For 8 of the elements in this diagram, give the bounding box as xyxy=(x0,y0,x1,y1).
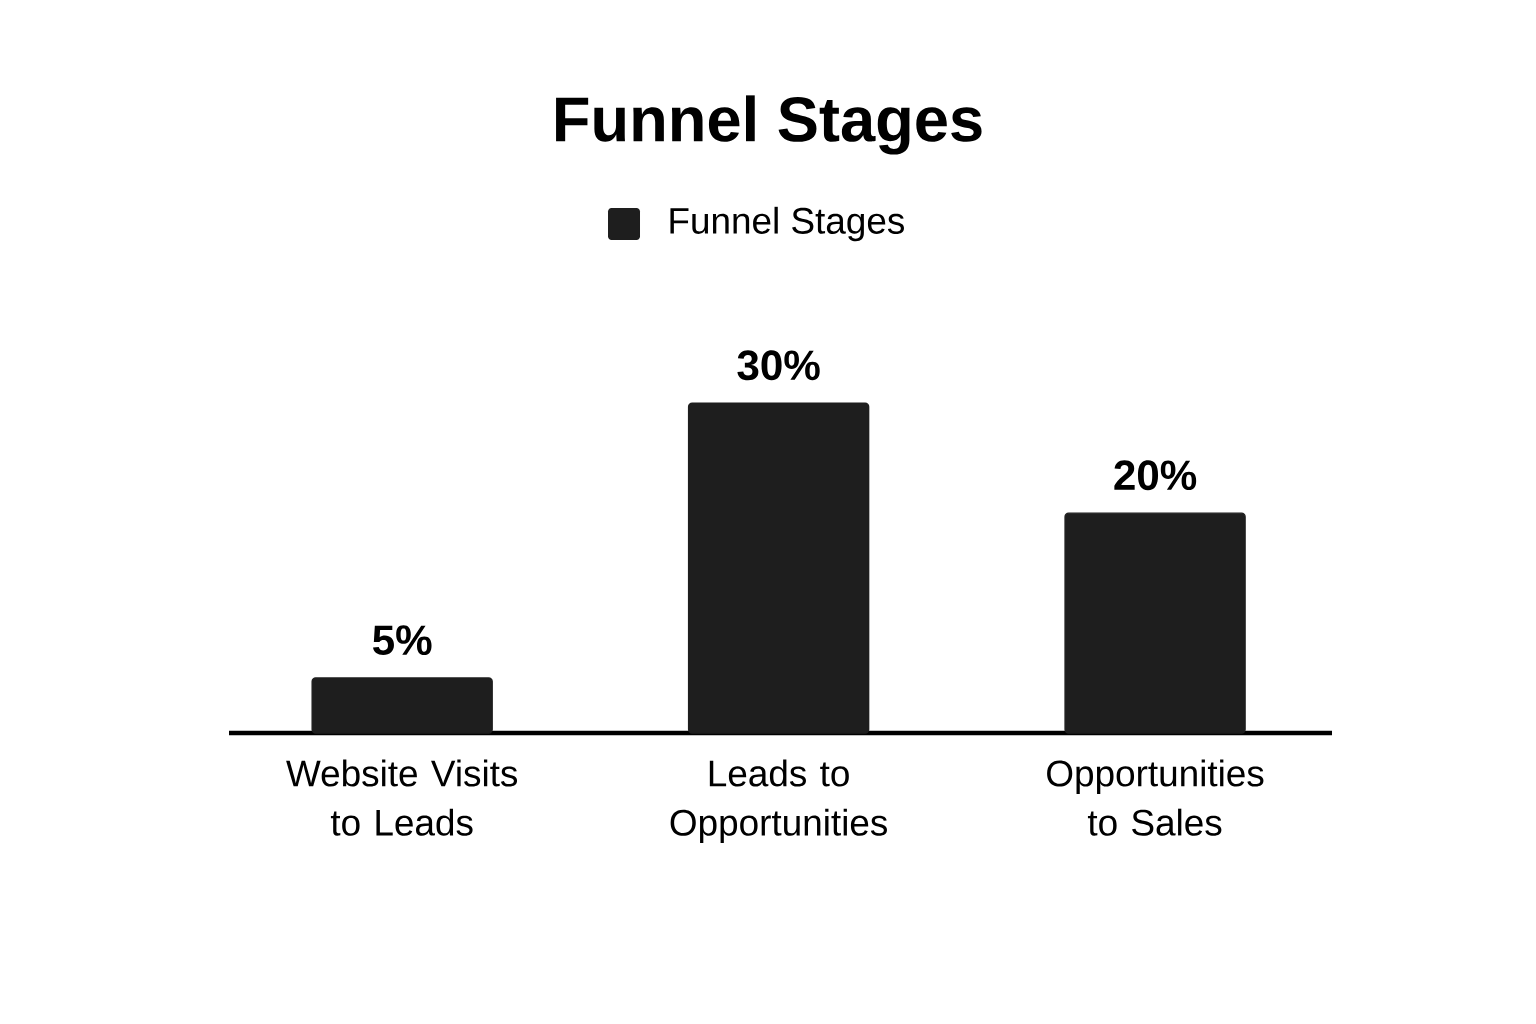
category-label: Opportunities to Sales xyxy=(1047,759,1264,836)
data-label: 20% xyxy=(1114,460,1197,491)
category-label: Website Visits to Leads xyxy=(286,759,518,836)
chart-title: Funnel Stages xyxy=(556,95,982,155)
category-label: Leads to Opportunities xyxy=(670,759,887,844)
legend-label: Funnel Stages xyxy=(670,206,904,242)
data-label: 30% xyxy=(737,350,820,381)
data-label: 5% xyxy=(373,625,432,656)
